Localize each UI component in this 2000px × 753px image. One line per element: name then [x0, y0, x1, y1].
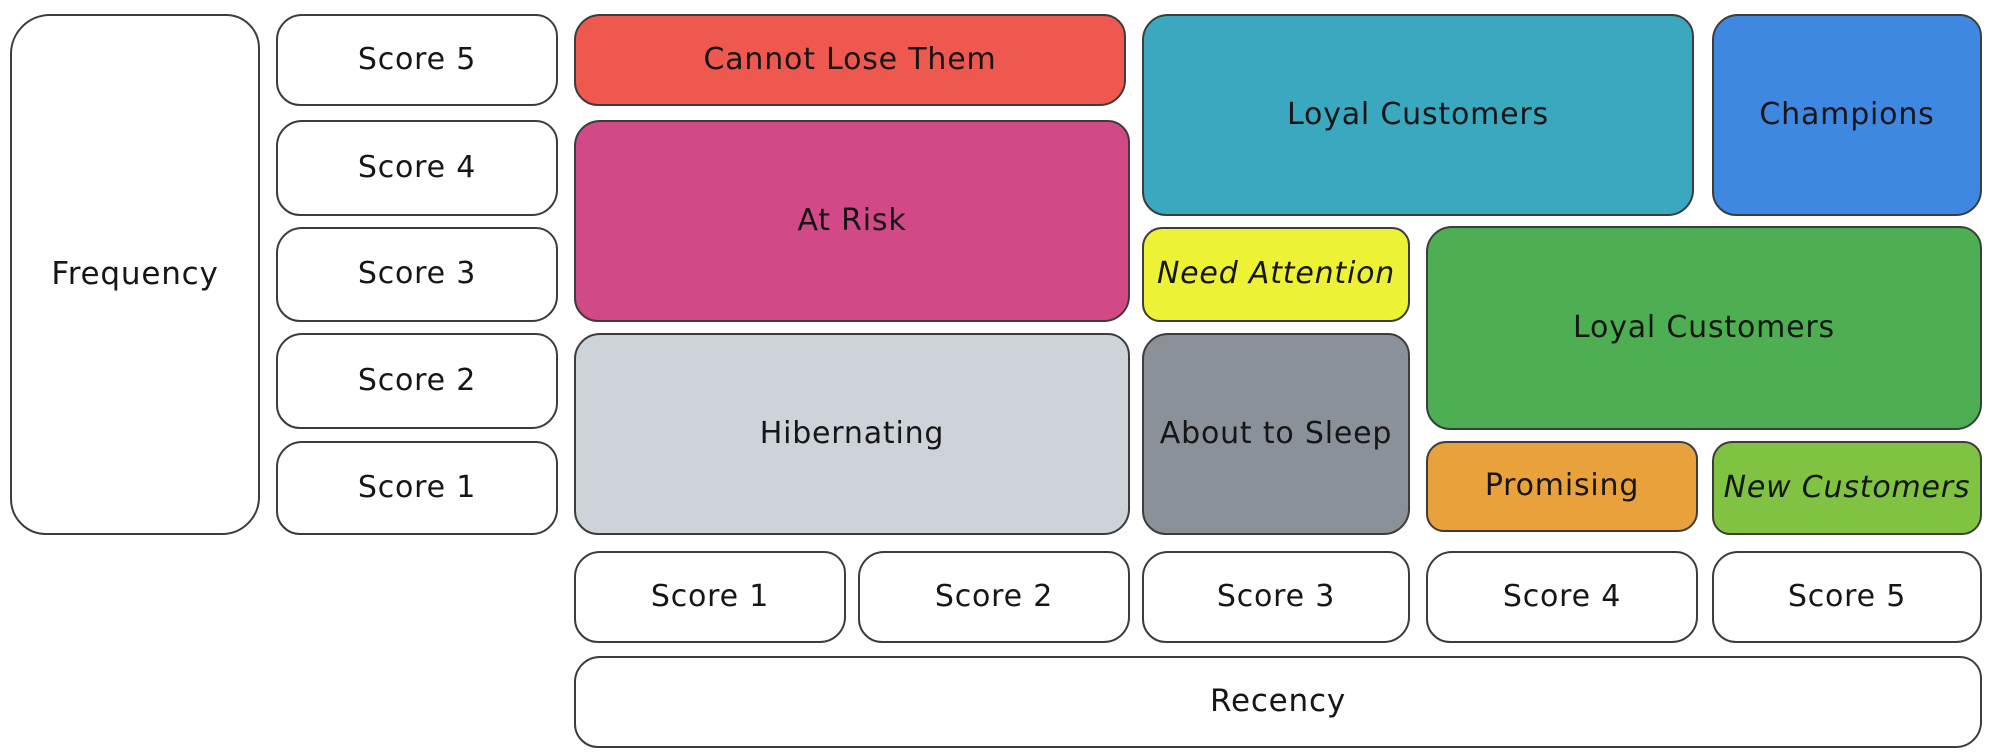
segment-loyal-customers-right-label: Loyal Customers: [1573, 309, 1835, 345]
recency-score-5-text: Score 5: [1787, 578, 1907, 614]
segment-about-to-sleep-label: About to Sleep: [1159, 415, 1393, 451]
segment-new-customers-label: New Customers: [1723, 469, 1971, 505]
recency-score-2-text: Score 2: [934, 578, 1054, 614]
recency-score-2: Score 2: [858, 551, 1130, 643]
frequency-score-3: Score 3: [276, 227, 558, 322]
recency-score-1: Score 1: [574, 551, 846, 643]
segment-loyal-customers-top-label: Loyal Customers: [1287, 96, 1549, 132]
frequency-score-2: Score 2: [276, 333, 558, 429]
segment-at-risk: At Risk: [574, 120, 1130, 322]
segment-new-customers: New Customers: [1712, 441, 1982, 535]
segment-about-to-sleep: About to Sleep: [1142, 333, 1410, 535]
recency-score-5: Score 5: [1712, 551, 1982, 643]
segment-hibernating: Hibernating: [574, 333, 1130, 535]
frequency-score-1: Score 1: [276, 441, 558, 535]
segment-champions-label: Champions: [1759, 96, 1935, 132]
frequency-score-2-text: Score 2: [357, 362, 477, 398]
segment-need-attention: Need Attention: [1142, 227, 1410, 322]
recency-axis-label: Recency: [574, 656, 1982, 748]
segment-cannot-lose-them-label: Cannot Lose Them: [703, 41, 997, 77]
segment-need-attention-label: Need Attention: [1156, 256, 1396, 292]
frequency-axis-text: Frequency: [51, 255, 219, 292]
recency-score-1-text: Score 1: [650, 578, 770, 614]
recency-score-4: Score 4: [1426, 551, 1698, 643]
recency-score-4-text: Score 4: [1502, 578, 1622, 614]
frequency-score-4: Score 4: [276, 120, 558, 216]
segment-promising-label: Promising: [1484, 468, 1640, 504]
segment-loyal-customers-top: Loyal Customers: [1142, 14, 1694, 216]
segment-champions: Champions: [1712, 14, 1982, 216]
frequency-score-5-text: Score 5: [357, 41, 477, 77]
segment-promising: Promising: [1426, 441, 1698, 532]
frequency-score-4-text: Score 4: [357, 149, 477, 185]
frequency-axis-label: Frequency: [10, 14, 260, 535]
recency-score-3-text: Score 3: [1216, 578, 1336, 614]
segment-loyal-customers-right: Loyal Customers: [1426, 226, 1982, 430]
recency-axis-text: Recency: [1210, 683, 1346, 720]
segment-hibernating-label: Hibernating: [759, 415, 945, 451]
recency-score-3: Score 3: [1142, 551, 1410, 643]
segment-at-risk-label: At Risk: [797, 202, 907, 238]
frequency-score-3-text: Score 3: [357, 256, 477, 292]
frequency-score-5: Score 5: [276, 14, 558, 106]
segment-cannot-lose-them: Cannot Lose Them: [574, 14, 1126, 106]
frequency-score-1-text: Score 1: [357, 469, 477, 505]
